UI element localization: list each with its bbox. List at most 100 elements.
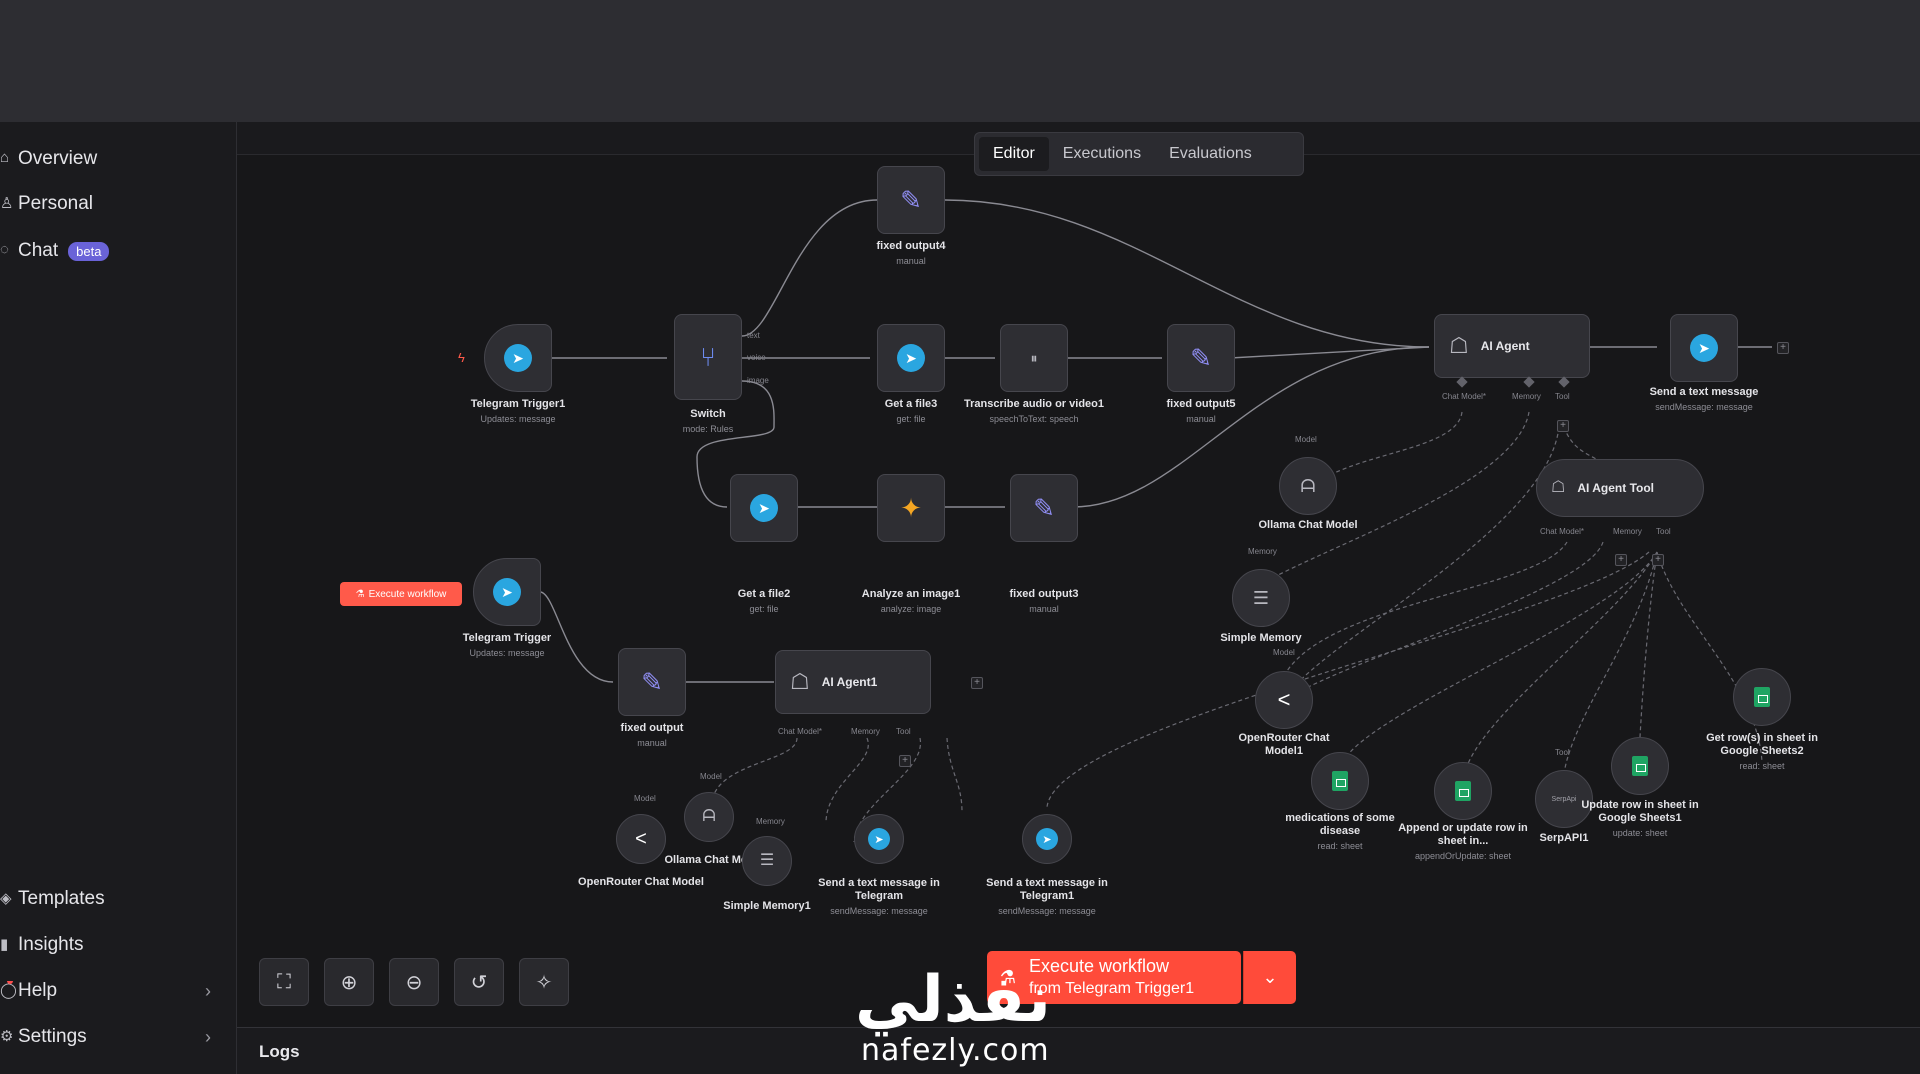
sidebar-item-insights[interactable]: ▮ Insights <box>0 928 83 962</box>
node-ai-agent1[interactable]: ☖AI Agent1 <box>775 650 931 714</box>
edit-icon: ✎ <box>641 667 663 697</box>
port-label-memory: Memory <box>1248 547 1277 556</box>
sidebar-item-overview[interactable]: ⌂ Overview <box>0 142 97 176</box>
node-update-row[interactable] <box>1611 737 1669 795</box>
execute-workflow-pill[interactable]: ⚗Execute workflow <box>340 582 462 606</box>
tab-evaluations[interactable]: Evaluations <box>1169 145 1252 162</box>
node-telegram-trigger[interactable]: ➤ <box>473 558 541 626</box>
tab-executions[interactable]: Executions <box>1062 145 1142 162</box>
flask-icon: ⚗ <box>999 967 1017 987</box>
sidebar-item-settings[interactable]: ⚙ Settings › <box>0 1020 237 1054</box>
node-fixed-output5[interactable]: ✎ <box>1167 324 1235 392</box>
logs-panel[interactable]: Logs <box>237 1027 1920 1074</box>
sidebar-item-label: Templates <box>18 888 105 909</box>
node-sublabel: update: sheet <box>1612 828 1668 838</box>
node-simple-memory1[interactable]: ☰ <box>742 836 792 886</box>
zoom-in-icon: ⊕ <box>340 971 358 994</box>
node-label: Ollama Chat Model <box>664 854 764 866</box>
node-serpapi1[interactable]: SerpApi <box>1535 770 1593 828</box>
google-sheets-icon <box>1332 771 1348 791</box>
sidebar-item-personal[interactable]: ♙ Personal <box>0 187 93 221</box>
sidebar-item-label: Personal <box>18 193 93 214</box>
port-label-memory: Memory <box>756 817 785 826</box>
node-send-text-telegram1[interactable]: ➤ <box>1022 814 1072 864</box>
node-get-rows[interactable] <box>1733 668 1791 726</box>
fit-view-button[interactable]: ⛶ <box>259 958 309 1006</box>
robot-icon: ☖ <box>1551 479 1566 496</box>
robot-icon: ☖ <box>790 669 810 694</box>
add-node-button[interactable]: + <box>971 677 983 689</box>
execute-options-button[interactable]: ⌄ <box>1243 951 1296 1004</box>
node-openrouter-chat-model[interactable]: < <box>616 814 666 864</box>
node-sublabel: appendOrUpdate: sheet <box>1414 851 1512 861</box>
tidy-up-button[interactable]: ✧ <box>519 958 569 1006</box>
port-label-tool: Tool <box>1555 392 1570 401</box>
openrouter-icon: < <box>1277 687 1291 712</box>
sidebar-item-label: Overview <box>18 148 98 169</box>
node-label: OpenRouter Chat Model1 <box>1238 732 1330 757</box>
node-ai-agent-tool[interactable]: ☖AI Agent Tool <box>1536 459 1704 517</box>
user-icon: ♙ <box>0 195 14 212</box>
node-label: Telegram Trigger1 <box>470 398 566 410</box>
port-label-text: text <box>747 331 760 340</box>
telegram-icon: ➤ <box>897 344 925 372</box>
node-analyze-image1[interactable]: ✦ <box>877 474 945 542</box>
node-label: Switch <box>690 408 726 420</box>
beta-badge: beta <box>68 241 110 261</box>
node-label: AI Agent <box>1480 339 1530 353</box>
port-label-model: Model <box>1273 648 1295 657</box>
node-ollama-chat-model[interactable]: ᗩ <box>1279 457 1337 515</box>
node-sublabel: read: sheet <box>1317 841 1363 851</box>
node-ai-agent[interactable]: ☖AI Agent <box>1434 314 1590 378</box>
execute-pill-label: Execute workflow <box>368 588 447 600</box>
node-fixed-output3[interactable]: ✎ <box>1010 474 1078 542</box>
notification-dot <box>7 981 13 984</box>
telegram-icon: ➤ <box>1690 334 1718 362</box>
node-label: Update row in sheet in Google Sheets1 <box>1581 799 1699 824</box>
add-tool-button[interactable]: + <box>1557 420 1569 432</box>
add-memory-button[interactable]: + <box>1615 554 1627 566</box>
node-send-text-message[interactable]: ➤ <box>1670 314 1738 382</box>
add-tool-button[interactable]: + <box>899 755 911 767</box>
node-openrouter-chat-model1[interactable]: < <box>1255 671 1313 729</box>
tab-editor[interactable]: Editor <box>979 137 1049 171</box>
node-fixed-output4[interactable]: ✎ <box>877 166 945 234</box>
undo-button[interactable]: ↺ <box>454 958 504 1006</box>
sidebar-item-templates[interactable]: ◈ Templates <box>0 882 105 916</box>
fullscreen-icon: ⛶ <box>277 970 291 993</box>
zoom-out-button[interactable]: ⊖ <box>389 958 439 1006</box>
node-simple-memory[interactable]: ☰ <box>1232 569 1290 627</box>
port-label-chat-model: Chat Model* <box>1442 392 1487 401</box>
node-label: Send a text message <box>1649 386 1759 398</box>
node-send-text-telegram[interactable]: ➤ <box>854 814 904 864</box>
node-append-or-update[interactable] <box>1434 762 1492 820</box>
home-icon: ⌂ <box>0 149 10 166</box>
node-transcribe-audio[interactable]: ⏸ <box>1000 324 1068 392</box>
node-ollama-chat-model-2[interactable]: ᗩ <box>684 792 734 842</box>
node-label: Send a text message in Telegram1 <box>986 877 1108 902</box>
node-label: Simple Memory <box>1220 632 1302 644</box>
chevron-down-icon: ⌄ <box>1262 967 1278 987</box>
database-icon: ☰ <box>759 852 775 869</box>
node-get-a-file3[interactable]: ➤ <box>877 324 945 392</box>
node-get-a-file2[interactable]: ➤ <box>730 474 798 542</box>
workflow-canvas[interactable]: Editor Executions Evaluations ✎ fixed ou… <box>237 122 1920 1027</box>
google-sheets-icon <box>1754 687 1770 707</box>
node-fixed-output[interactable]: ✎ <box>618 648 686 716</box>
node-switch[interactable]: ⑂ <box>674 314 742 400</box>
node-sublabel: get: file <box>896 414 926 424</box>
execute-button-sublabel: from Telegram Trigger1 <box>1029 980 1195 997</box>
add-tool-button[interactable]: + <box>1652 554 1664 566</box>
node-telegram-trigger1[interactable]: ➤ <box>484 324 552 392</box>
node-medications[interactable] <box>1311 752 1369 810</box>
zoom-in-button[interactable]: ⊕ <box>324 958 374 1006</box>
telegram-icon: ➤ <box>493 578 521 606</box>
sidebar-item-chat[interactable]: ◌ Chat beta <box>0 234 110 268</box>
add-node-button[interactable]: + <box>1777 342 1789 354</box>
node-sublabel: sendMessage: message <box>1655 402 1753 412</box>
help-icon: ◯ <box>0 981 16 1001</box>
sidebar-item-help[interactable]: ◯ Help › <box>0 974 237 1008</box>
node-label: Append or update row in sheet in... <box>1398 822 1528 847</box>
chevron-right-icon: › <box>205 980 211 1001</box>
